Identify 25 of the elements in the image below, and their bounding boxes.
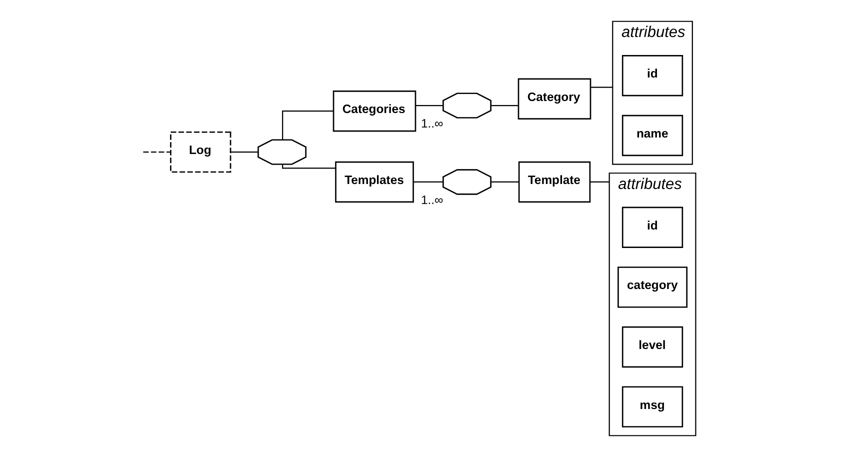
connector: [490, 105, 518, 106]
node-box: name: [622, 114, 684, 156]
node-box: id: [622, 55, 684, 96]
node-label: 1..∞: [420, 192, 444, 207]
node-box: Template: [518, 161, 591, 203]
connector: [590, 181, 610, 183]
connector: [416, 105, 443, 106]
node-box: level: [622, 326, 684, 368]
connector: [230, 152, 258, 153]
node-octagon: [442, 169, 492, 195]
node-label: 1..∞: [420, 116, 444, 130]
connector: [490, 181, 519, 183]
node-box: Category: [518, 78, 592, 120]
connector: [414, 181, 443, 183]
node-box: category: [618, 266, 688, 308]
node-octagon: [442, 92, 492, 118]
connector: [590, 86, 613, 88]
node-box: Categories: [332, 90, 416, 132]
node-box: id: [622, 206, 684, 248]
node-box: msg: [622, 386, 684, 428]
connector: [143, 152, 170, 153]
node-octagon: [258, 139, 306, 165]
connector: [282, 110, 334, 140]
node-box: Log: [170, 131, 232, 173]
node-box: Templates: [335, 161, 414, 203]
